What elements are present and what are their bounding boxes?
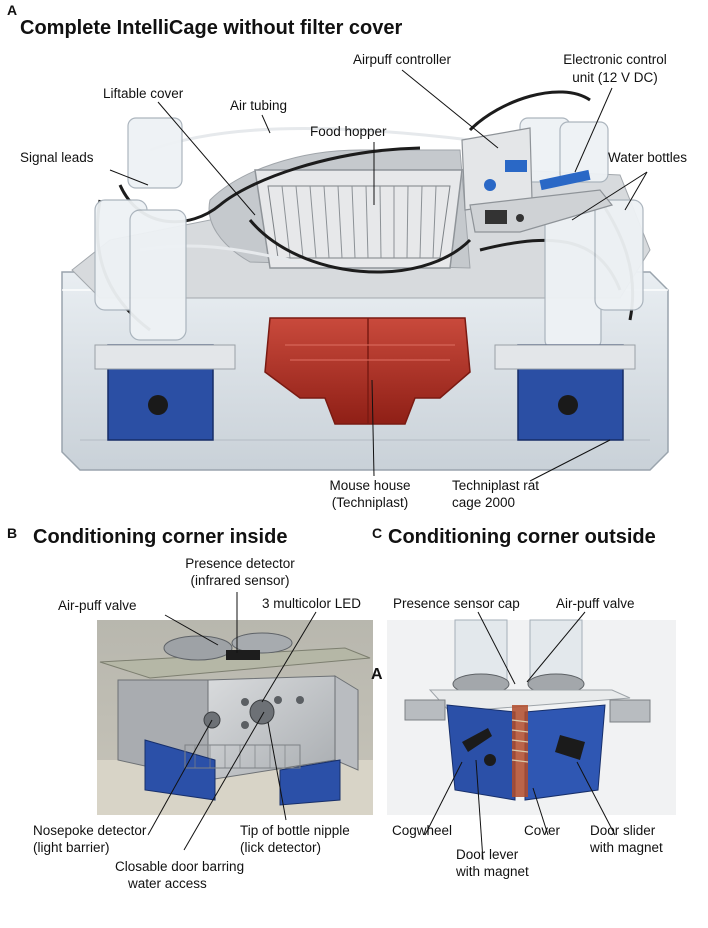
airpuff-controller <box>461 127 533 211</box>
panel-a-title: Complete IntelliCage without filter cove… <box>20 17 403 39</box>
label-c-air-puff-valve: Air-puff valve <box>556 596 635 611</box>
panel-a-letter: A <box>7 2 18 18</box>
panel-c-leader-lines <box>424 611 616 861</box>
label-cogwheel: Cogwheel <box>392 823 453 838</box>
label-water-bottles: Water bottles <box>608 150 688 165</box>
label-door-lever-line2: with magnet <box>456 864 529 879</box>
label-mouse-house-line1: Mouse house <box>329 478 411 493</box>
panel-b-title: Conditioning corner inside <box>33 526 288 548</box>
label-signal-leads: Signal leads <box>20 150 94 165</box>
photo-marker-a: A <box>371 666 383 683</box>
label-door-slider-line2: with magnet <box>590 840 663 855</box>
label-door-slider-line1: Door slider <box>590 823 656 838</box>
label-rat-cage-line2: cage 2000 <box>452 495 516 510</box>
label-liftable-cover: Liftable cover <box>103 86 184 101</box>
corner-right <box>494 344 636 441</box>
label-door-line2: water access <box>128 876 207 891</box>
panel-c-title: Conditioning corner outside <box>388 526 656 548</box>
label-b-air-puff-valve: Air-puff valve <box>58 598 137 613</box>
mouse-house <box>264 317 471 425</box>
label-cover: Cover <box>524 823 561 838</box>
panel-b-letter: B <box>7 525 18 541</box>
panel-c-letter: C <box>372 525 383 541</box>
label-multicolor-led: 3 multicolor LED <box>262 596 362 611</box>
corner-left <box>94 344 236 441</box>
water-bottles <box>94 117 644 351</box>
label-ecu-line2: unit (12 V DC) <box>572 70 658 85</box>
label-tip-line2: (lick detector) <box>240 840 322 855</box>
label-door-line1: Closable door barring <box>115 859 245 874</box>
label-nosepoke-line2: (light barrier) <box>33 840 110 855</box>
panel-a-leader-lines <box>109 69 648 482</box>
label-door-lever-line1: Door lever <box>456 847 519 862</box>
label-presence-line1: Presence detector <box>185 556 295 571</box>
label-nosepoke-line1: Nosepoke detector <box>33 823 147 838</box>
label-presence-sensor-cap: Presence sensor cap <box>393 596 520 611</box>
food-hopper <box>254 169 463 269</box>
electronic-control-unit <box>469 169 614 233</box>
label-presence-line2: (infrared sensor) <box>190 573 290 588</box>
panel-b-photo <box>97 620 373 815</box>
label-mouse-house-line2: (Techniplast) <box>331 495 409 510</box>
label-air-tubing: Air tubing <box>230 98 288 113</box>
panel-c-photo <box>387 619 676 815</box>
label-rat-cage-line1: Techniplast rat <box>452 478 540 493</box>
label-ecu-line1: Electronic control <box>563 52 667 67</box>
panel-b-leader-lines <box>147 592 317 851</box>
label-airpuff-controller: Airpuff controller <box>352 52 452 67</box>
label-tip-line1: Tip of bottle nipple <box>240 823 350 838</box>
label-food-hopper: Food hopper <box>310 124 387 139</box>
